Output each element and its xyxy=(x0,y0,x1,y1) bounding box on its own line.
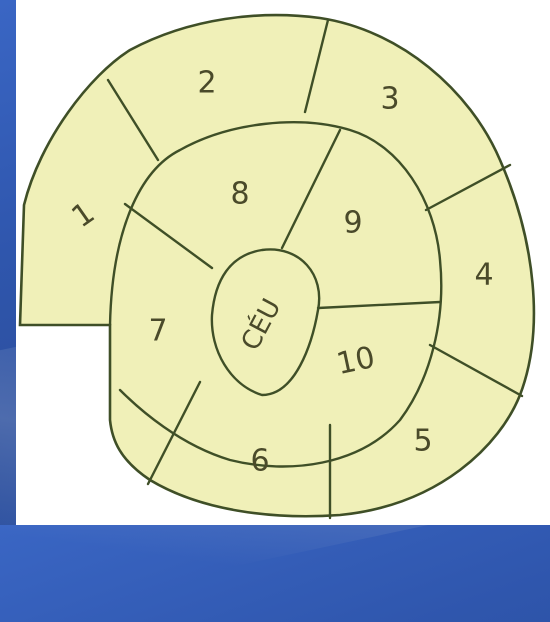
label-3: 3 xyxy=(380,82,399,117)
label-9: 9 xyxy=(343,206,362,241)
label-5: 5 xyxy=(413,424,432,459)
label-8: 8 xyxy=(230,177,249,212)
label-7: 7 xyxy=(148,314,167,349)
label-4: 4 xyxy=(474,258,493,293)
snail-hopscotch-diagram: 1 2 3 4 5 6 7 8 9 10 CÉU xyxy=(0,0,550,525)
spiral-shape xyxy=(20,15,534,516)
label-6: 6 xyxy=(250,444,269,479)
label-2: 2 xyxy=(197,66,216,101)
